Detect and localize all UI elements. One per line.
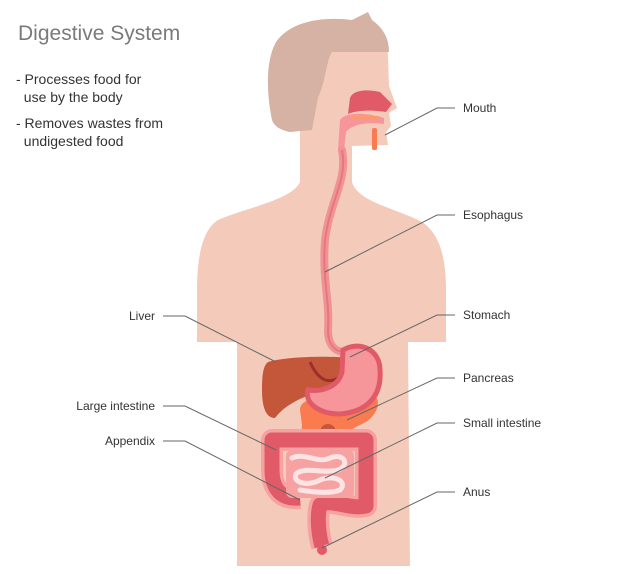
nasal-cavity	[348, 90, 392, 114]
small-intestine-area	[286, 450, 354, 498]
label-mouth: Mouth	[463, 101, 496, 115]
leader-anus	[321, 491, 455, 549]
bullet-2: - Removes wastes from undigested food	[16, 114, 163, 150]
leader-mouth	[384, 107, 455, 136]
bullet-2-line-1: - Removes wastes from	[16, 115, 164, 131]
tongue	[372, 128, 377, 150]
small-intestine	[289, 453, 348, 495]
bullet-1-line-1: - Processes food for	[16, 71, 142, 87]
bullet-2-line-2: undigested food	[16, 133, 124, 149]
stomach	[304, 343, 383, 417]
oral-cavity	[338, 113, 384, 150]
label-stomach: Stomach	[463, 308, 510, 322]
diagram-title: Digestive System	[18, 22, 181, 45]
leader-stomach	[349, 314, 455, 358]
leader-pancreas	[346, 377, 455, 421]
label-pancreas: Pancreas	[463, 371, 514, 385]
label-appendix: Appendix	[105, 434, 155, 448]
body-silhouette	[197, 22, 446, 566]
bullet-1: - Processes food for use by the body	[16, 70, 141, 106]
leader-small-intestine	[324, 422, 455, 479]
leader-large-intestine	[163, 405, 277, 451]
label-anus: Anus	[463, 485, 490, 499]
label-large-intestine: Large intestine	[76, 399, 155, 413]
hair	[267, 12, 389, 132]
leader-esophagus	[324, 214, 455, 273]
label-small-intestine: Small intestine	[463, 416, 541, 430]
anus	[317, 545, 327, 555]
teeth	[352, 116, 380, 120]
leader-appendix	[163, 440, 301, 501]
bullet-1-line-2: use by the body	[16, 89, 123, 105]
label-liver: Liver	[129, 309, 155, 323]
leader-liver	[163, 315, 277, 363]
label-esophagus: Esophagus	[463, 208, 523, 222]
